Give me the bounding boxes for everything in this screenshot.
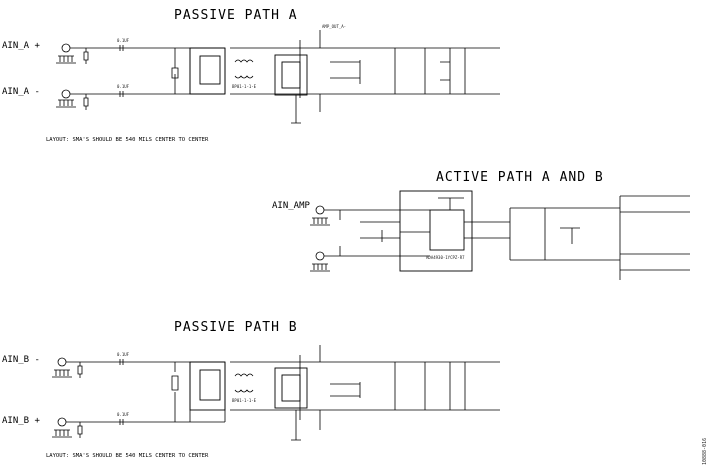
ground-b	[291, 410, 301, 441]
ain-a-plus-label: AIN_A +	[2, 41, 41, 51]
sma-connector-b-minus	[52, 357, 72, 378]
amplifier-block-outline	[399, 190, 473, 272]
cap-a-plus-value: 0.1UF	[117, 38, 130, 43]
balun-a-part: BP01-1-1-E	[232, 84, 257, 89]
layout-note-a: LAYOUT: SMA'S SHOULD BE 540 MILS CENTER …	[46, 137, 209, 143]
balun-b-part: BP01-1-1-E	[232, 398, 257, 403]
sma-connector-a-plus	[56, 43, 76, 64]
passive-path-b-title: PASSIVE PATH B	[174, 320, 298, 335]
figure-id: 10888-016	[702, 438, 708, 465]
ground-a	[291, 95, 301, 124]
ain-a-minus-label: AIN_A -	[2, 87, 40, 97]
layout-note-b: LAYOUT: SMA'S SHOULD BE 540 MILS CENTER …	[46, 453, 209, 459]
sma-connector-b-plus	[52, 417, 72, 438]
inductor-a	[234, 59, 254, 79]
ain-b-minus-label: AIN_B -	[2, 355, 40, 365]
ain-amp-label: AIN_AMP	[272, 201, 311, 211]
balun-b-core	[199, 369, 221, 401]
passive-b-wiring	[66, 345, 500, 438]
ain-b-plus-label: AIN_B +	[2, 416, 41, 426]
sma-connector-amp-2	[310, 251, 330, 272]
cap-a-minus-value: 0.1UF	[117, 84, 130, 89]
amp-part-label: ADA4930-1YCPZ-R7	[426, 255, 465, 260]
balun-a2-core	[281, 61, 301, 89]
balun-a-core	[199, 55, 221, 85]
passive-a-wiring	[70, 30, 500, 112]
cap-b-minus-value: 0.1UF	[117, 352, 130, 357]
balun-a-box	[189, 47, 226, 95]
sma-connector-a-minus	[56, 89, 76, 108]
balun-a2-box	[274, 54, 308, 96]
amplifier-ic	[429, 209, 465, 251]
cap-b-plus-value: 0.1UF	[117, 412, 130, 417]
balun-b2-core	[281, 374, 301, 402]
sma-connector-amp	[310, 205, 330, 226]
balun-b2-box	[274, 367, 308, 409]
balun-b-box	[189, 361, 226, 411]
inductor-b	[234, 373, 254, 393]
passive-path-a-title: PASSIVE PATH A	[174, 8, 298, 23]
vocm-a-label: AMP_OUT_A-	[322, 24, 346, 29]
active-path-title: ACTIVE PATH A AND B	[436, 170, 604, 185]
active-wiring	[324, 195, 690, 280]
